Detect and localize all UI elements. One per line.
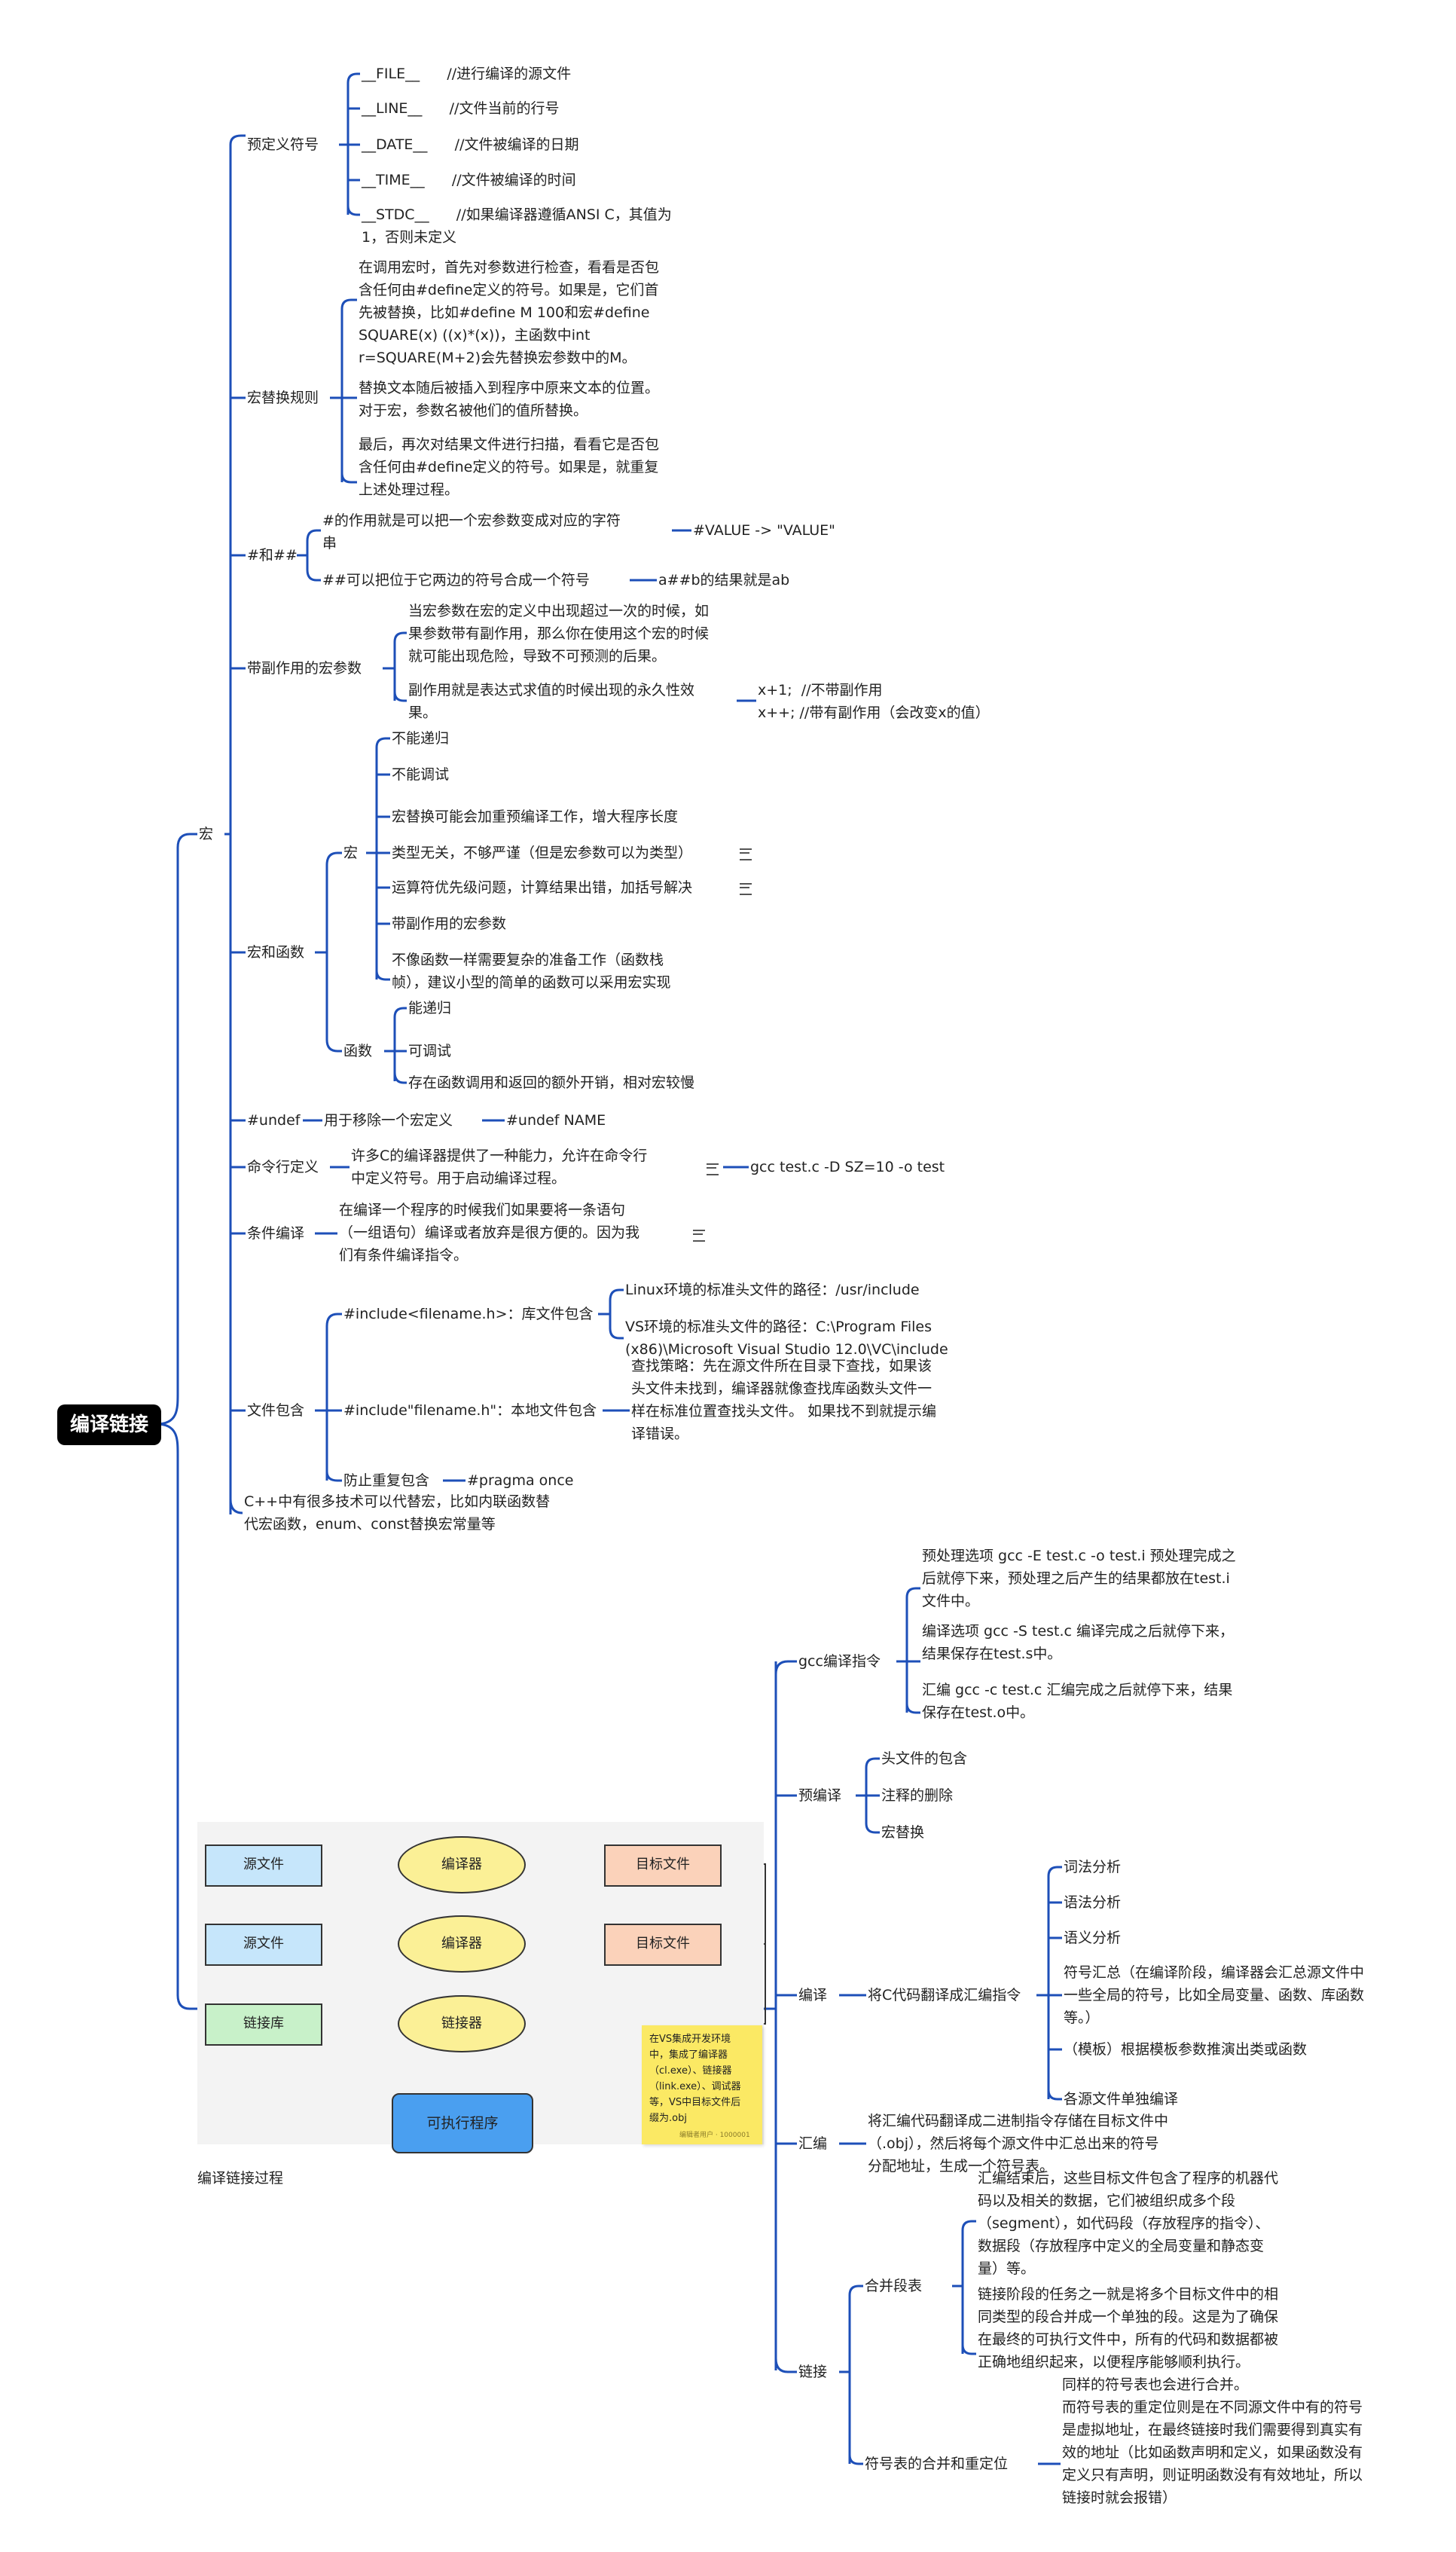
include-guard-example[interactable]: #pragma once [467, 1472, 574, 1489]
vs-sticky-note[interactable]: 在VS集成开发环境 中，集成了编译器 （cl.exe）、链接器 （link.ex… [642, 2025, 762, 2144]
link-symbol-desc[interactable]: 同样的符号表也会进行合并。 而符号表的重定位则是在不同源文件中有的符号 是虚拟地… [1062, 2376, 1363, 2506]
replace-rule-1[interactable]: 在调用宏时，首先对参数进行检查，看看是否包 含任何由#define定义的符号。如… [359, 259, 660, 366]
macro-subnode[interactable]: 宏 [343, 845, 359, 861]
function-item-overhead[interactable]: 存在函数调用和返回的额外开销，相对宏较慢 [408, 1074, 695, 1091]
notes-icon[interactable] [740, 883, 752, 895]
assemble-desc[interactable]: 将汇编代码翻译成二进制指令存储在目标文件中 （.obj），然后将每个源文件中汇总… [868, 2113, 1169, 2175]
object-file-box-2[interactable]: 目标文件 [604, 1924, 722, 1966]
compiler-ellipse-1[interactable]: 编译器 [398, 1836, 526, 1893]
include-local[interactable]: #include"filename.h"：本地文件包含 [343, 1402, 597, 1419]
hash-item-2[interactable]: ##可以把位于它两边的符号合成一个符号 [322, 572, 590, 588]
macro-item-no-debug[interactable]: 不能调试 [392, 766, 450, 783]
macro-item-no-recursion[interactable]: 不能递归 [392, 730, 450, 747]
side-effect-item-1[interactable]: 当宏参数在宏的定义中出现超过一次的时候，如 果参数带有副作用，那么你在使用这个宏… [408, 603, 710, 665]
function-subnode[interactable]: 函数 [343, 1043, 373, 1059]
predefined-item-time[interactable]: __TIME__ //文件被编译的时间 [362, 172, 576, 188]
link-merge-item-2[interactable]: 链接阶段的任务之一就是将多个目标文件中的相 同类型的段合并成一个单独的段。这是为… [978, 2286, 1279, 2370]
object-file-box-1[interactable]: 目标文件 [604, 1844, 722, 1887]
replace-rule-2[interactable]: 替换文本随后被插入到程序中原来文本的位置。 对于宏，参数名被他们的值所替换。 [359, 380, 660, 419]
side-effect-item-2[interactable]: 副作用就是表达式求值的时候出现的永久性效 果。 [408, 682, 695, 721]
undef-node[interactable]: #undef [247, 1112, 301, 1129]
cpp-alternatives-note[interactable]: C++中有很多技术可以代替宏，比如内联函数替 代宏函数，enum、const替换… [244, 1493, 551, 1533]
predefined-item-date[interactable]: __DATE__ //文件被编译的日期 [362, 136, 579, 153]
conditional-node[interactable]: 条件编译 [247, 1225, 305, 1242]
gcc-node[interactable]: gcc编译指令 [798, 1653, 881, 1670]
link-node[interactable]: 链接 [798, 2364, 828, 2380]
compile-lexical[interactable]: 词法分析 [1064, 1859, 1122, 1875]
link-merge-item-1[interactable]: 汇编结束后，这些目标文件包含了程序的机器代 码以及相关的数据，它们被组织成多个段… [978, 2170, 1279, 2277]
compile-syntax[interactable]: 语法分析 [1064, 1894, 1122, 1911]
executable-box[interactable]: 可执行程序 [392, 2093, 533, 2153]
precompile-comments[interactable]: 注释的删除 [881, 1787, 954, 1804]
source-file-box-2[interactable]: 源文件 [205, 1924, 322, 1966]
include-lib[interactable]: #include<filename.h>：库文件包含 [343, 1306, 594, 1322]
gcc-assemble[interactable]: 汇编 gcc -c test.c 汇编完成之后就停下来，结果 保存在test.o… [922, 1682, 1233, 1721]
notes-icon[interactable] [693, 1230, 705, 1242]
macro-item-lightweight[interactable]: 不像函数一样需要复杂的准备工作（函数栈 帧），建议小型的简单的函数可以采用宏实现 [392, 952, 671, 991]
hash-node[interactable]: #和## [247, 547, 298, 564]
compile-semantic[interactable]: 语义分析 [1064, 1930, 1122, 1946]
compiler-ellipse-2[interactable]: 编译器 [398, 1915, 526, 1973]
include-lib-linux[interactable]: Linux环境的标准头文件的路径：/usr/include [625, 1282, 920, 1298]
compile-symbols[interactable]: 符号汇总（在编译阶段，编译器会汇总源文件中 一些全局的符号，比如全局变量、函数、… [1064, 1964, 1365, 2026]
cmdline-example[interactable]: gcc test.c -D SZ=10 -o test [750, 1159, 945, 1175]
function-item-debug[interactable]: 可调试 [408, 1043, 452, 1059]
include-node[interactable]: 文件包含 [247, 1402, 305, 1419]
compile-desc[interactable]: 将C代码翻译成汇编指令 [868, 1987, 1021, 2003]
replace-rules-node[interactable]: 宏替换规则 [247, 390, 319, 406]
undef-desc[interactable]: 用于移除一个宏定义 [324, 1112, 453, 1129]
include-local-desc[interactable]: 查找策略：先在源文件所在目录下查找，如果该 头文件未找到，编译器就像查找库函数头… [631, 1358, 937, 1442]
macro-node[interactable]: 宏 [199, 826, 214, 842]
predefined-item-stdc[interactable]: __STDC__ //如果编译器遵循ANSI C，其值为 1，否则未定义 [362, 206, 672, 246]
compile-separate[interactable]: 各源文件单独编译 [1064, 2091, 1179, 2107]
cmdline-desc[interactable]: 许多C的编译器提供了一种能力，允许在命令行 中定义符号。用于启动编译过程。 [351, 1148, 648, 1187]
hash-item-1[interactable]: #的作用就是可以把一个宏参数变成对应的字符 串 [322, 512, 621, 552]
compile-templates[interactable]: （模板）根据模板参数推演出类或函数 [1064, 2041, 1308, 2058]
include-guard[interactable]: 防止重复包含 [343, 1472, 430, 1489]
predefined-item-file[interactable]: __FILE__ //进行编译的源文件 [362, 66, 572, 82]
replace-rule-3[interactable]: 最后，再次对结果文件进行扫描，看看它是否包 含任何由#define定义的符号。如… [359, 436, 660, 498]
cmdline-node[interactable]: 命令行定义 [247, 1159, 319, 1175]
undef-example[interactable]: #undef NAME [506, 1112, 606, 1129]
compile-node[interactable]: 编译 [798, 1987, 828, 2003]
link-symbol-node[interactable]: 符号表的合并和重定位 [865, 2456, 1009, 2472]
notes-icon[interactable] [740, 848, 752, 860]
notes-icon[interactable] [707, 1163, 719, 1175]
include-lib-vs[interactable]: VS环境的标准头文件的路径：C:\Program Files (x86)\Mic… [625, 1319, 948, 1358]
link-library-box[interactable]: 链接库 [205, 2003, 322, 2046]
source-file-box-1[interactable]: 源文件 [205, 1844, 322, 1887]
function-item-recursion[interactable]: 能递归 [408, 1000, 452, 1016]
assemble-node[interactable]: 汇编 [798, 2135, 828, 2152]
link-merge-node[interactable]: 合并段表 [865, 2278, 923, 2294]
side-effect-example[interactable]: x+1; //不带副作用 x++; //带有副作用（会改变x的值） [758, 682, 990, 721]
precompile-macro[interactable]: 宏替换 [881, 1824, 925, 1841]
gcc-preprocess[interactable]: 预处理选项 gcc -E test.c -o test.i 预处理完成之 后就停… [922, 1548, 1236, 1609]
gcc-compile[interactable]: 编译选项 gcc -S test.c 编译完成之后就停下来， 结果保存在test… [922, 1623, 1235, 1662]
side-effect-node[interactable]: 带副作用的宏参数 [247, 660, 362, 677]
macro-item-code-size[interactable]: 宏替换可能会加重预编译工作，增大程序长度 [392, 808, 679, 825]
conditional-desc[interactable]: 在编译一个程序的时候我们如果要将一条语句 （一组语句）编译或者放弃是很方便的。因… [339, 1202, 640, 1264]
predefined-node[interactable]: 预定义符号 [247, 136, 319, 153]
root-node[interactable]: 编译链接 [57, 1404, 161, 1445]
hash-item-1-example[interactable]: #VALUE -> "VALUE" [693, 522, 835, 539]
macro-item-precedence[interactable]: 运算符优先级问题，计算结果出错，加括号解决 [392, 879, 693, 896]
predefined-item-line[interactable]: __LINE__ //文件当前的行号 [362, 100, 560, 117]
sticky-note-author: 编辑者用户 · 1000001 [679, 2132, 750, 2139]
macro-item-side-effect[interactable]: 带副作用的宏参数 [392, 915, 507, 932]
macro-item-type-free[interactable]: 类型无关，不够严谨（但是宏参数可以为类型） [392, 845, 693, 861]
flow-diagram-caption: 编译链接过程 [197, 2170, 284, 2187]
precompile-include[interactable]: 头文件的包含 [881, 1750, 968, 1767]
precompile-node[interactable]: 预编译 [798, 1787, 842, 1804]
hash-item-2-example[interactable]: a##b的结果就是ab [658, 572, 790, 588]
linker-ellipse[interactable]: 链接器 [398, 1995, 526, 2052]
macro-vs-function-node[interactable]: 宏和函数 [247, 944, 305, 961]
